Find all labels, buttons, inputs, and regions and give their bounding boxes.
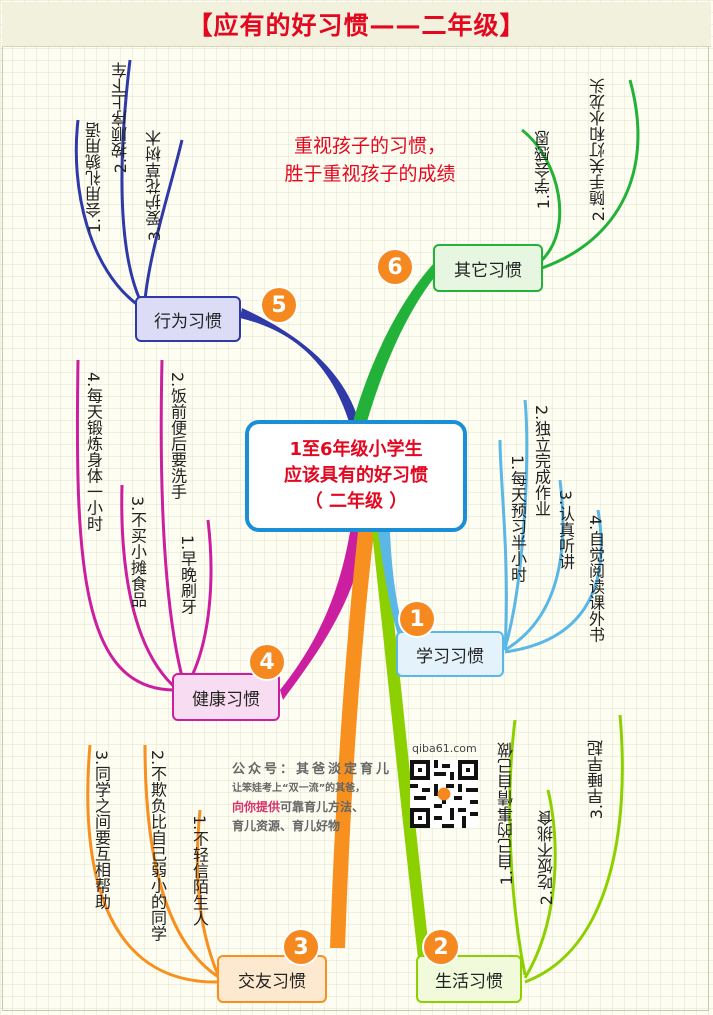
leaf-behavior-2: 2.按顺序上下车 xyxy=(111,62,130,174)
leaf-health-3: 3.不买小摊食品 xyxy=(128,496,147,608)
node-study[interactable]: 学习习惯 xyxy=(396,631,504,677)
trunk-study xyxy=(378,532,406,640)
node-study-label: 学习习惯 xyxy=(416,646,484,667)
promo-line-4: 育儿资源、育儿好物 xyxy=(232,819,341,833)
leaf-life-2: 2.吃饭不挑食 xyxy=(537,810,556,906)
node-friend[interactable]: 交友习惯 xyxy=(217,955,327,1003)
trunk-behavior xyxy=(240,308,360,425)
badge-1: 1 xyxy=(400,602,434,636)
leaf-study-3: 3.认真听讲 xyxy=(556,490,575,570)
leaf-other-2: 2.随手关灯和水龙头 xyxy=(589,78,608,222)
leaf-friend-3: 3.同学之间要互相帮助 xyxy=(92,750,111,910)
badge-2: 2 xyxy=(424,930,458,964)
badge-4: 4 xyxy=(250,645,284,679)
leaf-study-2: 2.独立完成作业 xyxy=(532,405,551,517)
node-other-label: 其它习惯 xyxy=(454,260,522,281)
trunk-friend xyxy=(330,532,374,948)
promo-line-3-highlight: 向你提供 xyxy=(232,800,281,814)
promo-line-3: 向你提供可靠育儿方法、 xyxy=(232,798,422,817)
leaf-study-1: 1.每天预习半小时 xyxy=(508,455,527,583)
motto-line-2: 胜于重视孩子的成绩 xyxy=(284,163,456,185)
leaf-behavior-3: 3.爱护花草树木 xyxy=(145,130,164,242)
node-other[interactable]: 其它习惯 xyxy=(433,244,543,292)
center-line-1: 1至6年级小学生 xyxy=(289,439,423,460)
motto-line-1: 重视孩子的习惯， xyxy=(293,135,446,157)
page-title: 【应有的好习惯——二年级】 xyxy=(2,2,711,47)
promo-line-2: 让笨娃考上“双一流”的其爸， xyxy=(232,783,366,794)
promo-text: 公众号：其爸淡定育儿 让笨娃考上“双一流”的其爸， 向你提供可靠育儿方法、 育儿… xyxy=(232,760,422,836)
promo-line-1: 公众号：其爸淡定育儿 xyxy=(232,762,393,777)
trunk-health xyxy=(280,532,366,700)
trunk-life xyxy=(372,532,430,958)
node-health[interactable]: 健康习惯 xyxy=(172,673,280,721)
node-behavior[interactable]: 行为习惯 xyxy=(135,296,241,342)
badge-5: 5 xyxy=(262,288,296,322)
badge-3: 3 xyxy=(284,930,318,964)
leaf-friend-1: 1.不轻信陌生人 xyxy=(190,815,209,927)
leaf-other-1: 1.学会感恩 xyxy=(534,130,553,210)
node-health-label: 健康习惯 xyxy=(192,689,260,710)
leaf-life-1: 1.自己的事情自己做 xyxy=(497,742,516,886)
site-url: qiba61.com xyxy=(412,742,477,755)
qr-code-icon xyxy=(410,760,478,828)
center-node: 1至6年级小学生 应该具有的好习惯 （ 二年级 ） xyxy=(245,420,467,532)
motto: 重视孩子的习惯， 胜于重视孩子的成绩 xyxy=(255,132,485,188)
center-line-3: （ 二年级 ） xyxy=(304,491,408,512)
leaf-health-1: 1.早晚刷牙 xyxy=(178,535,197,615)
promo-line-3-rest: 可靠育儿方法、 xyxy=(280,800,365,814)
center-line-2: 应该具有的好习惯 xyxy=(284,465,428,486)
leaf-health-2: 2.饭前便后要洗手 xyxy=(168,372,187,500)
node-behavior-label: 行为习惯 xyxy=(154,311,222,332)
leaf-behavior-1: 1.会用礼貌用语 xyxy=(85,122,104,234)
badge-6: 6 xyxy=(378,250,412,284)
leaf-life-3: 3.早睡早起 xyxy=(587,740,606,820)
node-life-label: 生活习惯 xyxy=(435,971,503,992)
trunk-other xyxy=(352,262,442,425)
node-friend-label: 交友习惯 xyxy=(238,971,306,992)
node-life[interactable]: 生活习惯 xyxy=(416,955,522,1003)
leaf-study-4: 4.自觉阅读课外书 xyxy=(586,515,605,643)
leaf-friend-2: 2.不欺负比自己弱小的同学 xyxy=(148,750,167,942)
leaf-health-4: 4.每天锻炼身体一小时 xyxy=(84,372,103,532)
